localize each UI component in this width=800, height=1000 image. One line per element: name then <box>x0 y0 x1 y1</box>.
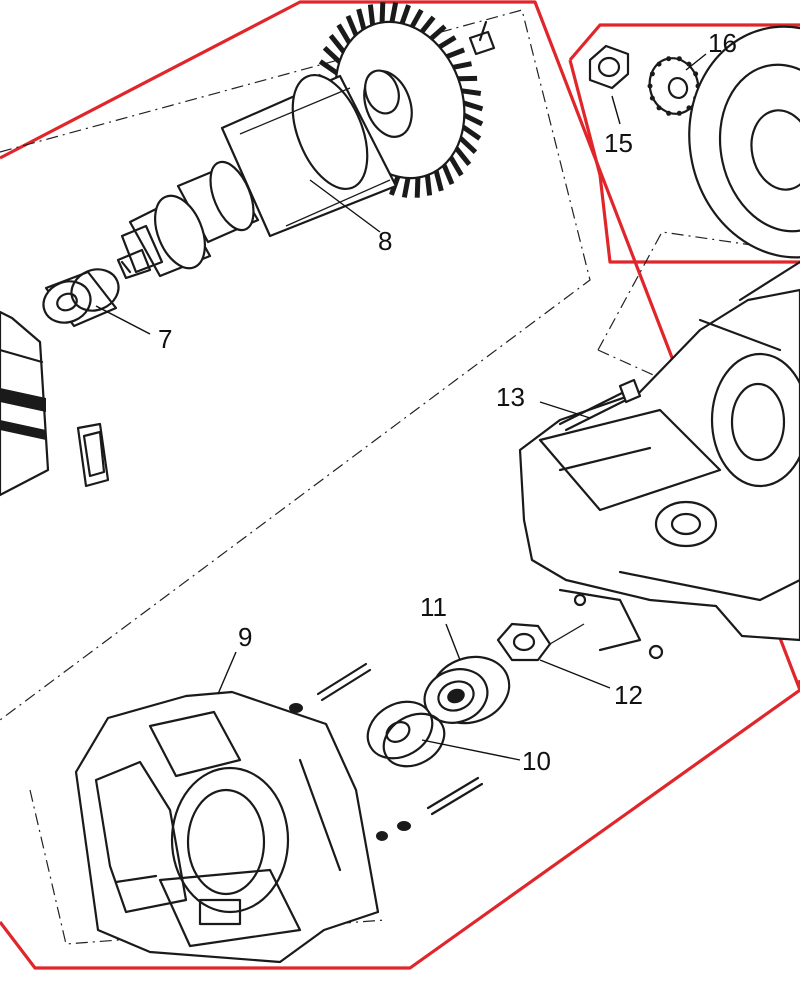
fan-fin <box>356 8 367 30</box>
rotor-assembly-dashed-outline <box>0 9 591 721</box>
part-label-13: 13 <box>496 382 525 412</box>
washer-tooth <box>647 83 653 89</box>
fan-fin <box>419 15 436 34</box>
fan-fin <box>441 163 455 186</box>
fan-fin <box>424 174 433 196</box>
leader-line-15 <box>611 95 621 125</box>
washer-tooth <box>686 61 692 67</box>
top-right-group-border <box>568 23 800 264</box>
fan-fin <box>379 2 386 23</box>
fan-fin <box>429 24 447 41</box>
armature-rotor-icon <box>116 2 496 280</box>
fan-fin <box>318 59 339 76</box>
fan-fin <box>438 35 457 50</box>
fan-fin <box>458 136 478 154</box>
ball-bearing-icon <box>423 655 511 725</box>
leader-line-8 <box>309 179 381 233</box>
fan-fin <box>433 170 444 192</box>
main-assembly-border-bottom <box>0 688 800 970</box>
leader-line-13 <box>539 401 591 419</box>
fan-fin <box>446 47 466 59</box>
leader-line-9 <box>217 651 237 695</box>
leader-line-7 <box>95 305 151 335</box>
part-label-9: 9 <box>238 622 252 652</box>
fan-fin <box>336 23 352 44</box>
washer-ring-icon <box>366 700 446 768</box>
fan-fin <box>322 46 342 64</box>
fan-fin <box>454 146 472 167</box>
washer-tooth <box>686 105 692 111</box>
fan-fin <box>463 100 484 112</box>
fan-fin <box>461 88 482 96</box>
part-label-8: 8 <box>378 226 392 256</box>
part-label-11: 11 <box>420 592 447 622</box>
part-label-16: 16 <box>708 28 737 58</box>
screw-pair-icon <box>268 662 484 841</box>
gear-disc-icon <box>688 25 800 259</box>
fan-fin <box>328 33 346 54</box>
gearbox-housing-icon <box>518 260 800 660</box>
housing-lower-dashed-outline <box>597 349 661 379</box>
fan-fin <box>401 177 411 198</box>
fan-fin <box>367 4 376 26</box>
part-label-7: 7 <box>158 324 172 354</box>
stator-block-icon <box>0 310 50 497</box>
fan-fin <box>452 61 472 70</box>
fan-fin <box>414 177 421 198</box>
part-label-15: 15 <box>604 128 633 158</box>
washer-tooth <box>656 105 662 111</box>
part-label-10: 10 <box>522 746 551 776</box>
leader-line-12 <box>539 659 611 689</box>
long-screw-icon <box>558 378 642 432</box>
washer-tooth <box>676 56 682 62</box>
washer-tooth <box>649 95 655 101</box>
fan-fin <box>409 8 424 28</box>
fan-fin <box>461 124 482 141</box>
fan-fin <box>389 2 399 23</box>
leader-line-11 <box>445 623 461 661</box>
washer-tooth <box>676 110 682 116</box>
carbon-brush-icon <box>76 422 110 488</box>
leader-line-10 <box>421 739 521 761</box>
hex-nut-icon <box>496 622 585 662</box>
fan-fin <box>345 14 359 37</box>
bearing-ring-icon <box>42 268 120 328</box>
fan-fin <box>463 112 484 127</box>
fan-fin <box>448 156 464 177</box>
washer-tooth <box>649 71 655 77</box>
hex-nut-icon <box>588 44 630 90</box>
washer-tooth <box>656 61 662 67</box>
washer-tooth <box>693 71 699 77</box>
motor-housing-icon <box>74 690 380 964</box>
main-assembly-border <box>0 0 800 692</box>
leader-line-16 <box>685 53 707 71</box>
washer-tooth <box>666 56 672 62</box>
washer-tooth <box>666 110 672 116</box>
fan-fin <box>399 4 411 25</box>
part-label-12: 12 <box>614 680 643 710</box>
